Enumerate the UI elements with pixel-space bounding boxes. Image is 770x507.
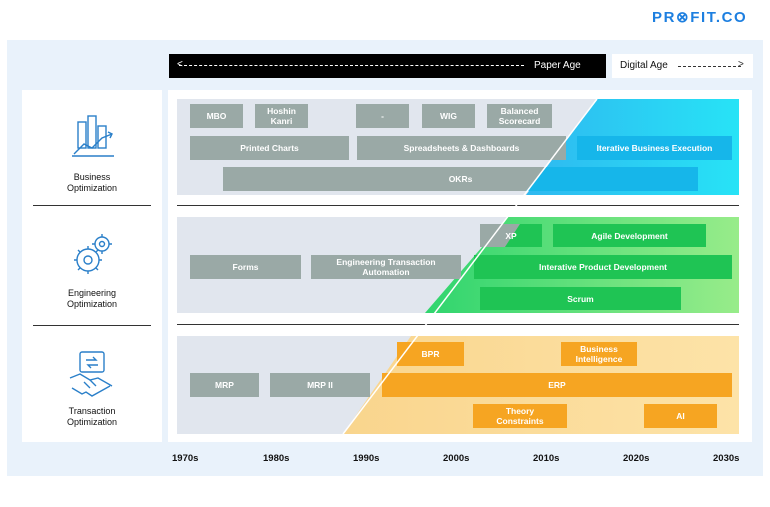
box-mrp-ii: MRP II <box>270 373 370 397</box>
digital-age-label: Digital Age <box>620 60 668 71</box>
box-erp: ERP <box>382 373 732 397</box>
bar-chart-icon <box>72 115 114 157</box>
digital-age-arrow <box>678 66 741 67</box>
box-theory-constraints: Theory Constraints <box>473 404 567 428</box>
box-iterative-business-execution: Iterative Business Execution <box>577 136 732 160</box>
category-engineering: Engineering Optimization <box>22 230 162 330</box>
gears-icon <box>74 234 112 274</box>
category-transaction-label: Transaction Optimization <box>66 406 118 427</box>
box-spreadsheets-dashboards: Spreadsheets & Dashboards <box>357 136 566 160</box>
box-agile-development: Agile Development <box>553 224 706 247</box>
category-business: Business Optimization <box>22 110 162 210</box>
paper-age-label: Paper Age <box>534 60 581 71</box>
category-separator <box>33 205 151 206</box>
right-arrow-icon: > <box>738 59 744 70</box>
year-label: 2000s <box>443 453 470 464</box>
box-hoshin-kanri: Hoshin Kanri <box>255 104 308 128</box>
box-ai: AI <box>644 404 717 428</box>
box-balanced-scorecard: Balanced Scorecard <box>487 104 552 128</box>
year-label: 1980s <box>263 453 290 464</box>
box-interative-product-development: Interative Product Development <box>474 255 732 279</box>
year-label: 1970s <box>172 453 199 464</box>
year-label: 2010s <box>533 453 560 464</box>
box-bpr: BPR <box>397 342 464 366</box>
box-forms: Forms <box>190 255 301 279</box>
digital-age-bar: Digital Age > <box>612 54 753 78</box>
category-business-label: Business Optimization <box>66 172 118 193</box>
category-transaction: Transaction Optimization <box>22 348 162 448</box>
box-mbo: MBO <box>190 104 243 128</box>
category-panel: Business Optimization Engineering Optimi… <box>22 90 162 442</box>
box-engineering-transaction-automation: Engineering Transaction Automation <box>311 255 461 279</box>
box-business-intelligence: Business Intelligence <box>561 342 637 366</box>
row-divider <box>177 205 739 206</box>
profit-co-logo: PR⊗FIT.CO <box>652 9 748 26</box>
box-scrum: Scrum <box>480 287 681 310</box>
box-xp: XP <box>505 230 517 241</box>
year-label: 2020s <box>623 453 650 464</box>
handshake-icon <box>69 351 113 397</box>
row-divider <box>177 324 739 325</box>
box-mrp: MRP <box>190 373 259 397</box>
paper-age-arrow <box>179 65 524 66</box>
category-separator <box>33 325 151 326</box>
box-printed-charts: Printed Charts <box>190 136 349 160</box>
paper-age-bar: < Paper Age <box>169 54 606 78</box>
box-wig: WIG <box>422 104 475 128</box>
box-okrs: OKRs <box>448 174 473 184</box>
box-dash: - <box>356 104 409 128</box>
category-engineering-label: Engineering Optimization <box>66 288 118 309</box>
year-label: 1990s <box>353 453 380 464</box>
left-arrow-icon: < <box>177 59 183 70</box>
year-label: 2030s <box>713 453 740 464</box>
